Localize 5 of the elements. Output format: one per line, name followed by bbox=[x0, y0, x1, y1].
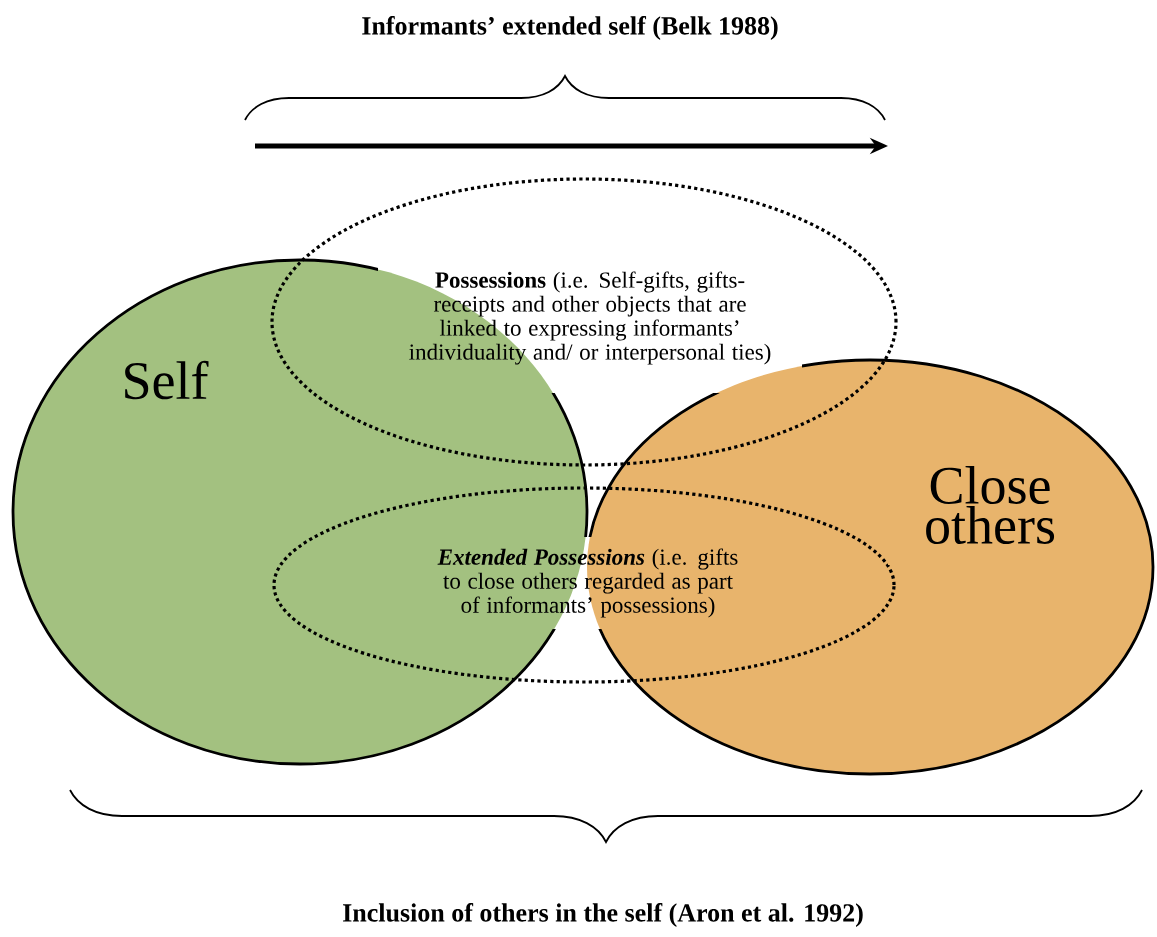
ellipse-label: Possessions (i.e. Self-gifts, gifts-receipts and other objects that are linked to expressing informants’ individuality and/ or interpersonal ties) bbox=[409, 271, 771, 365]
heading: Informants’ extended self (Belk 1988) bbox=[362, 16, 778, 40]
heading: Inclusion of others in the self (Aron et al. 1992) bbox=[343, 903, 863, 927]
ellipse-label: Self bbox=[125, 360, 209, 400]
ellipse-label: Close others bbox=[926, 466, 1055, 544]
